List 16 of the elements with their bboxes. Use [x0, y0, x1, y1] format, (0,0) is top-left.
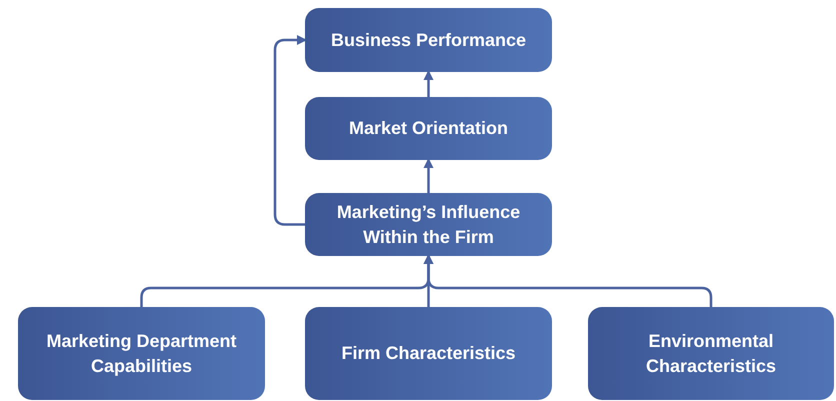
- process-box: [588, 307, 834, 400]
- box-label: Marketing Department Capabilities: [45, 330, 238, 378]
- arrow: [274, 35, 307, 226]
- box-label: Environmental Characteristics: [644, 330, 778, 378]
- arrow: [424, 70, 434, 97]
- process-box: [305, 307, 552, 400]
- box-label: Marketing’s Influence Within the Firm: [336, 200, 522, 248]
- box-label: Firm Characteristics: [341, 342, 516, 365]
- arrow: [424, 254, 712, 307]
- process-box: [305, 8, 552, 72]
- process-box: [18, 307, 265, 400]
- arrow: [424, 158, 434, 193]
- process-box: [305, 97, 552, 160]
- process-box: [305, 193, 552, 256]
- box-label: Market Orientation: [348, 117, 508, 140]
- box-label: Business Performance: [330, 28, 526, 52]
